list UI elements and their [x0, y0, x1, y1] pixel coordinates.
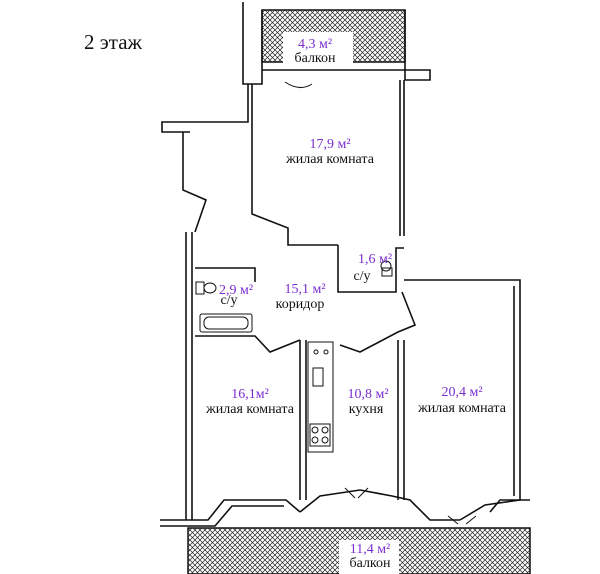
toilet-small	[380, 260, 393, 277]
bathtub	[199, 313, 253, 333]
corridor-name: коридор	[276, 297, 325, 312]
floor-title: 2 этаж	[84, 30, 143, 54]
bath-large-area: 2,9 м²	[219, 283, 253, 298]
living-west-area: 16,1м²	[231, 387, 269, 402]
stove-icon	[309, 423, 331, 447]
living-east-name: жилая комната	[417, 401, 507, 416]
corridor-area: 15,1 м²	[284, 282, 325, 297]
kitchen-name: кухня	[349, 402, 384, 417]
balcony-top-area: 4,3 м²	[298, 37, 332, 52]
bath-large-name: с/у	[220, 293, 237, 308]
bath-small-area: 1,6 м²	[358, 252, 392, 267]
living-west-name: жилая комната	[205, 402, 295, 417]
walls	[160, 2, 530, 527]
toilet-large	[195, 281, 217, 295]
living-east-area: 20,4 м²	[441, 385, 482, 400]
balcony-bottom-hatch	[187, 527, 531, 574]
kitchen-counter	[307, 341, 334, 453]
living-north-name: жилая комната	[285, 152, 375, 167]
bath-small-name: с/у	[353, 269, 370, 284]
balcony-bottom-name: балкон	[349, 556, 391, 571]
living-north-area: 17,9 м²	[309, 137, 350, 152]
kitchen-area: 10,8 м²	[347, 387, 388, 402]
balcony-bottom-area: 11,4 м²	[350, 542, 391, 557]
doors	[284, 81, 477, 525]
balcony-top-name: балкон	[294, 51, 336, 66]
